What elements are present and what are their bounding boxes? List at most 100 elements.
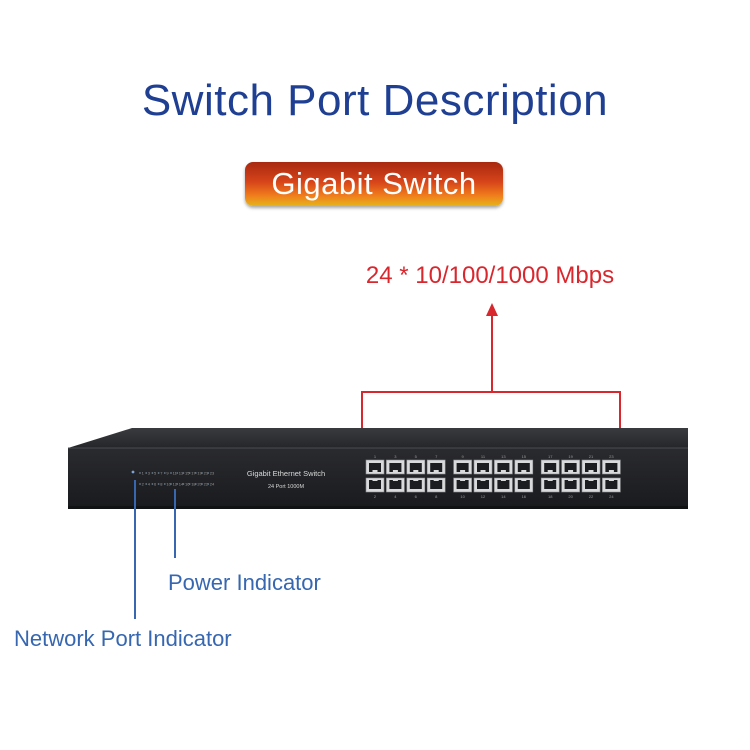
rj45-latch <box>480 470 486 472</box>
rj45-socket <box>517 463 530 472</box>
rj45-latch <box>480 479 486 481</box>
rj45-latch <box>547 470 553 472</box>
rj45-socket <box>409 480 422 489</box>
rj45-socket <box>409 463 422 472</box>
rj45-socket <box>369 480 381 489</box>
rj45-latch <box>392 470 398 472</box>
port-led <box>157 472 160 474</box>
led-number: 17 <box>191 471 196 476</box>
port-led <box>163 483 166 485</box>
port-led <box>182 472 185 474</box>
rj45-socket <box>585 480 597 489</box>
rj45-latch <box>588 470 594 472</box>
port-led <box>207 483 210 485</box>
port-led <box>188 472 191 474</box>
rj45-socket <box>430 463 443 472</box>
rj45-latch <box>372 479 378 481</box>
switch-chassis <box>68 428 688 509</box>
led-number: 15 <box>185 471 190 476</box>
port-number: 7 <box>435 454 438 459</box>
rj45-latch <box>413 470 419 472</box>
port-number: 6 <box>415 494 418 499</box>
arrow-up-icon <box>486 303 498 316</box>
led-number: 4 <box>148 482 151 487</box>
page-title: Switch Port Description <box>141 76 609 125</box>
port-led <box>145 483 148 485</box>
port-number: 15 <box>522 454 527 459</box>
port-led <box>194 483 197 485</box>
led-number: 12 <box>173 482 178 487</box>
port-number: 23 <box>609 454 614 459</box>
port-number: 24 <box>609 494 614 499</box>
rj45-socket <box>389 480 402 489</box>
port-led <box>182 483 185 485</box>
rj45-socket <box>497 480 510 489</box>
port-number: 1 <box>374 454 377 459</box>
led-number: 10 <box>166 482 171 487</box>
port-number: 20 <box>568 494 573 499</box>
led-number: 23 <box>210 471 215 476</box>
port-number: 14 <box>501 494 506 499</box>
port-number: 4 <box>394 494 397 499</box>
rj45-latch <box>521 479 527 481</box>
rj45-socket <box>430 480 443 489</box>
rj45-latch <box>500 479 506 481</box>
port-led <box>188 483 191 485</box>
rj45-latch <box>521 470 527 472</box>
rj45-socket <box>544 463 557 472</box>
port-number: 5 <box>415 454 418 459</box>
port-led <box>176 483 179 485</box>
network-port-indicator-label: Network Port Indicator <box>14 626 232 651</box>
led-number: 1 <box>142 471 145 476</box>
port-number: 22 <box>589 494 594 499</box>
port-number: 2 <box>374 494 377 499</box>
led-number: 7 <box>160 471 163 476</box>
port-led <box>207 472 210 474</box>
rj45-latch <box>460 470 466 472</box>
led-number: 22 <box>204 482 209 487</box>
rj45-latch <box>500 470 506 472</box>
led-number: 9 <box>166 471 169 476</box>
rj45-socket <box>517 480 530 489</box>
port-led <box>201 483 203 485</box>
port-led <box>139 483 141 485</box>
rj45-latch <box>547 479 553 481</box>
port-led <box>170 472 172 474</box>
port-led <box>157 483 160 485</box>
port-led <box>170 483 172 485</box>
led-number: 20 <box>197 482 202 487</box>
led-number: 24 <box>210 482 215 487</box>
ports-bracket <box>361 303 621 462</box>
rj45-socket <box>369 463 381 472</box>
rj45-socket <box>497 463 510 472</box>
rj45-socket <box>456 463 469 472</box>
rj45-socket <box>389 463 402 472</box>
led-number: 18 <box>191 482 196 487</box>
rj45-socket <box>544 480 557 489</box>
port-number: 18 <box>548 494 553 499</box>
switch-model-text: 24 Port 1000M <box>268 484 304 490</box>
switch-name-text: Gigabit Ethernet Switch <box>247 469 325 478</box>
rj45-latch <box>372 470 378 472</box>
port-led <box>201 472 203 474</box>
power-indicator-label: Power Indicator <box>168 570 321 595</box>
led-number: 2 <box>142 482 145 487</box>
rj45-socket <box>477 463 489 472</box>
port-led <box>176 472 179 474</box>
led-number: 14 <box>179 482 184 487</box>
port-number: 12 <box>481 494 486 499</box>
port-led <box>163 472 166 474</box>
led-number: 8 <box>160 482 163 487</box>
led-number: 13 <box>179 471 184 476</box>
led-number: 3 <box>148 471 151 476</box>
port-number: 3 <box>394 454 397 459</box>
led-number: 19 <box>197 471 202 476</box>
rj45-latch <box>413 479 419 481</box>
product-badge: Gigabit Switch <box>245 162 503 206</box>
port-number: 10 <box>460 494 465 499</box>
rj45-latch <box>608 470 614 472</box>
port-number: 21 <box>589 454 594 459</box>
